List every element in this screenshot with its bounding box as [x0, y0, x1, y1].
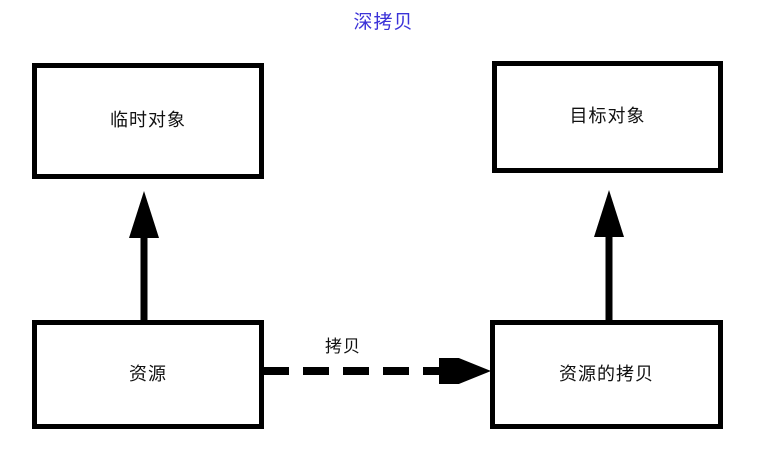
node-resource-copy[interactable]: 资源的拷贝: [490, 320, 723, 429]
edge-label-copy: 拷贝: [325, 337, 361, 357]
node-temp-object-label: 临时对象: [110, 110, 186, 131]
page-title: 深拷贝: [353, 11, 414, 33]
node-temp-object[interactable]: 临时对象: [32, 63, 264, 179]
node-target-object-label: 目标对象: [569, 106, 646, 127]
arrow-resource-to-resource-copy-icon: [263, 358, 491, 384]
arrow-resource-to-temp-object-icon: [129, 191, 159, 322]
node-resource-copy-label: 资源的拷贝: [559, 363, 654, 385]
node-resource-label: 资源: [129, 363, 167, 385]
node-resource[interactable]: 资源: [32, 320, 264, 429]
arrow-resource-copy-to-target-object-icon: [594, 190, 624, 321]
node-target-object[interactable]: 目标对象: [492, 61, 723, 173]
